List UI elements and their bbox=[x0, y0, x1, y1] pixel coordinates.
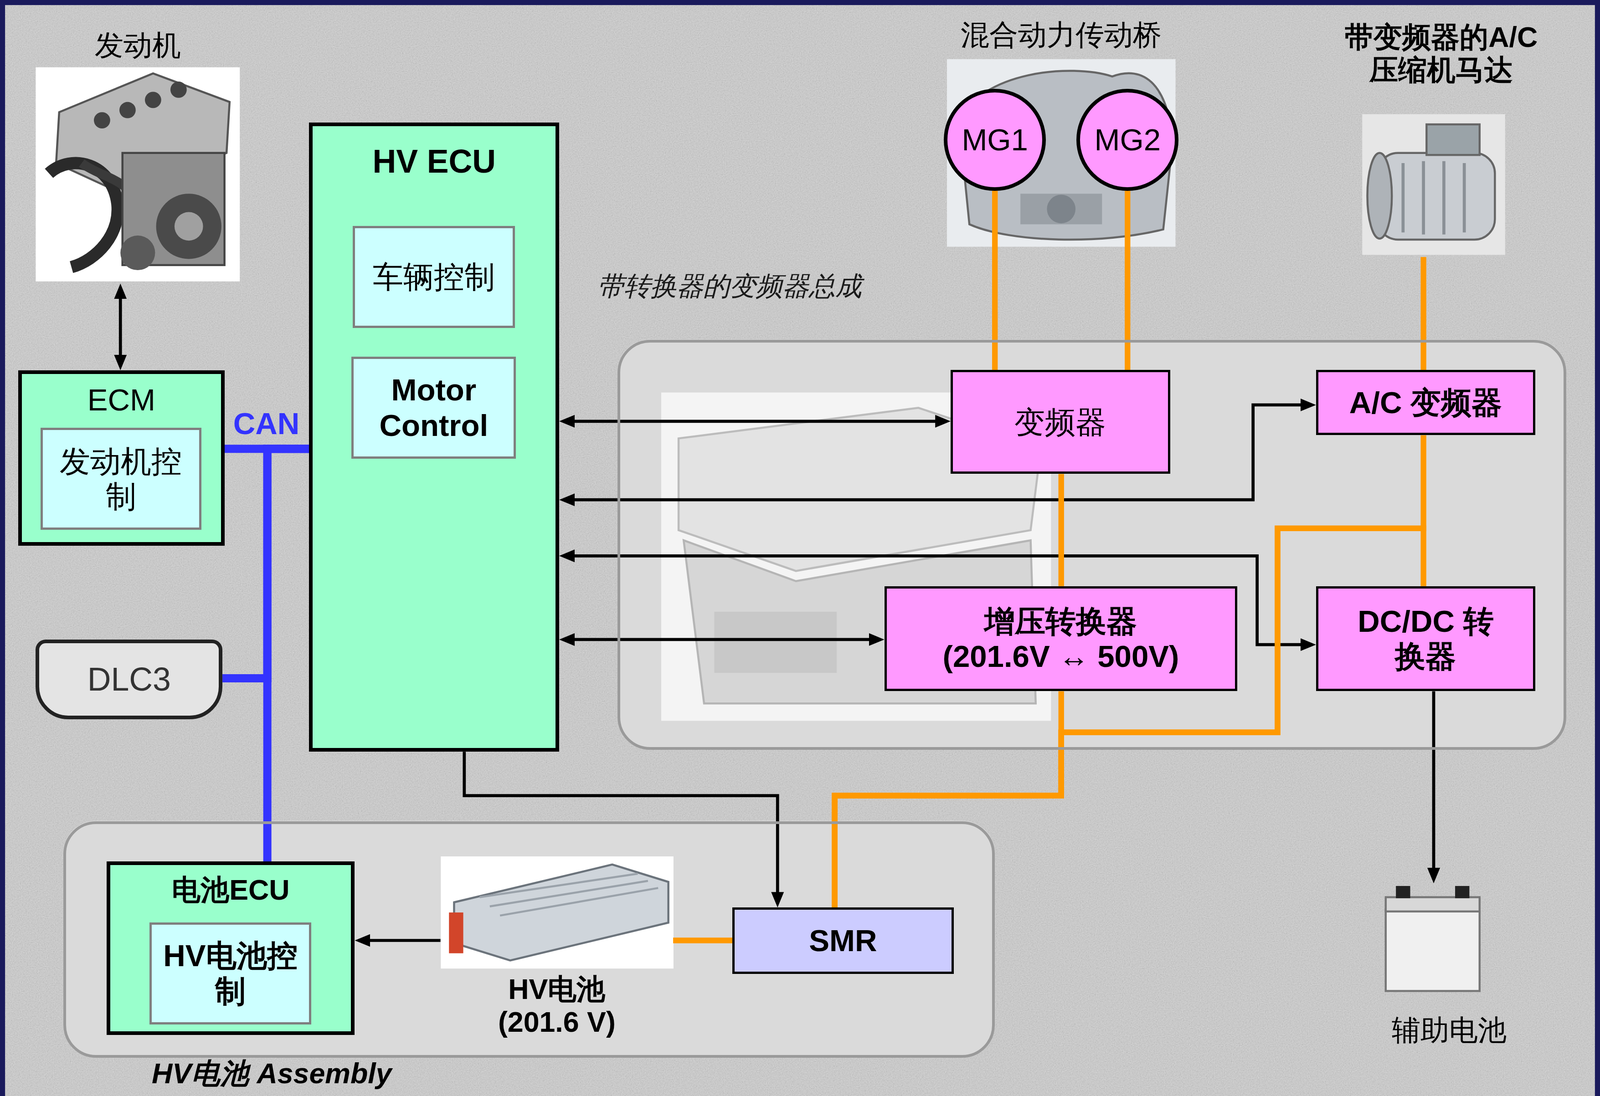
compressor-body bbox=[1377, 153, 1496, 240]
compressor-end bbox=[1367, 153, 1392, 239]
inverter-housing bbox=[1426, 124, 1480, 155]
inverter-port bbox=[714, 612, 837, 674]
engine-photo bbox=[35, 67, 240, 282]
node-label: 带变频器的A/C 压缩机马达 bbox=[1322, 20, 1561, 87]
converter-box: 变频器 bbox=[950, 370, 1170, 474]
signal-arrow bbox=[464, 751, 778, 899]
battery-picture: 辅助电池 bbox=[1362, 883, 1536, 1050]
signal-arrow bbox=[568, 405, 1307, 500]
node-label: HV电池 Assembly bbox=[151, 1057, 392, 1091]
converter-box: 增压转换器 (201.6V ↔ 500V) bbox=[884, 586, 1238, 692]
photo-ground bbox=[35, 67, 240, 282]
battery-pack bbox=[453, 864, 669, 961]
assembly-band: 带转换器的变频器总成变频器A/C 变频器增压转换器 (201.6V ↔ 500V… bbox=[617, 339, 1567, 751]
can-bus-line bbox=[267, 448, 310, 862]
output-shaft bbox=[1046, 194, 1076, 224]
motor-generator-circle: MG2 bbox=[1076, 88, 1179, 191]
bus-label: CAN bbox=[233, 406, 300, 441]
signal-arrow bbox=[568, 419, 942, 423]
cooling-ribs bbox=[1403, 161, 1465, 235]
function-box: Motor Control bbox=[351, 356, 516, 459]
battery-picture: HV电池 (201.6 V) bbox=[440, 854, 674, 1041]
transaxle-photo bbox=[946, 59, 1176, 247]
node-label: MG1 bbox=[961, 122, 1029, 158]
signal-arrow bbox=[363, 939, 441, 943]
band-fill bbox=[63, 821, 995, 1058]
ecm-box: ECM 发动机控制 bbox=[18, 370, 225, 546]
hv-ecu-box: HV ECU 车辆控制 Motor Control bbox=[308, 122, 560, 753]
housing-flange bbox=[1020, 193, 1102, 225]
node-label: SMR bbox=[808, 923, 877, 959]
signal-arrow bbox=[568, 638, 876, 642]
converter-box: DC/DC 转换器 bbox=[1316, 586, 1536, 692]
battery-post bbox=[1395, 886, 1410, 899]
hv-battery-photo bbox=[440, 856, 674, 969]
pulley bbox=[156, 193, 222, 259]
engine-picture: 发动机 bbox=[30, 26, 245, 284]
signal-arrow bbox=[118, 292, 123, 361]
motor-generator-circle: MG1 bbox=[943, 88, 1046, 191]
assembly-band: HV电池 Assembly电池ECUHV电池控制HV电池 (201.6 V)SM… bbox=[63, 821, 995, 1059]
node-label: DC/DC 转换器 bbox=[1349, 603, 1503, 674]
node-label: MG2 bbox=[1094, 122, 1161, 158]
node-label: 车辆控制 bbox=[372, 259, 495, 295]
node-label: HV电池 (201.6 V) bbox=[480, 972, 634, 1039]
power-line bbox=[1124, 190, 1131, 371]
connector-shape: DLC3 bbox=[35, 639, 223, 720]
battery-post bbox=[1455, 886, 1470, 899]
power-line bbox=[1420, 257, 1426, 371]
function-box: 发动机控制 bbox=[40, 427, 202, 530]
node-label: DLC3 bbox=[87, 660, 171, 699]
power-line bbox=[834, 528, 1424, 908]
granite-texture bbox=[5, 5, 1595, 1096]
power-line bbox=[834, 691, 1062, 908]
node-label: 发动机 bbox=[94, 28, 181, 62]
battery-ecu-box: 电池ECU HV电池控制 bbox=[106, 861, 355, 1036]
photo-ground bbox=[946, 59, 1176, 247]
edge-label-holder: CAN bbox=[233, 406, 300, 442]
node-label: A/C 变频器 bbox=[1349, 385, 1503, 421]
node-label: 增压转换器 (201.6V ↔ 500V) bbox=[933, 603, 1189, 674]
granite-ground bbox=[5, 5, 1595, 1096]
node-label: 发动机控制 bbox=[54, 443, 188, 515]
transaxle-picture: 混合动力传动桥 MG1 MG2 bbox=[923, 16, 1199, 250]
spark-plug bbox=[93, 112, 111, 129]
node-label: 带转换器的变频器总成 bbox=[597, 271, 862, 302]
compressor-photo bbox=[1362, 114, 1505, 256]
converter-box: A/C 变频器 bbox=[1316, 370, 1536, 436]
pulley bbox=[120, 235, 155, 271]
compressor-picture: 带变频器的A/C 压缩机马达 bbox=[1316, 18, 1567, 258]
node-label: HV ECU bbox=[372, 142, 496, 181]
function-box: 车辆控制 bbox=[352, 226, 515, 329]
node-label: 变频器 bbox=[1014, 404, 1107, 440]
node-label: ECM bbox=[87, 382, 156, 418]
battery-terminal-end bbox=[448, 912, 464, 954]
power-line bbox=[1058, 473, 1065, 587]
node-label: 电池ECU bbox=[171, 873, 290, 907]
spark-plug bbox=[170, 81, 187, 98]
battery-case bbox=[1385, 909, 1480, 992]
node-label: 混合动力传动桥 bbox=[960, 18, 1162, 52]
relay-box: SMR bbox=[732, 907, 954, 975]
photo-ground bbox=[440, 856, 674, 969]
pulley-hub bbox=[174, 212, 204, 242]
function-box: HV电池控制 bbox=[149, 922, 312, 1025]
battery-lid bbox=[1385, 897, 1480, 912]
spark-plug bbox=[144, 91, 162, 109]
photo-ground bbox=[1362, 114, 1505, 256]
power-line bbox=[992, 190, 998, 371]
spark-plug bbox=[119, 102, 136, 119]
power-arrow bbox=[1432, 691, 1436, 875]
node-label: 辅助电池 bbox=[1391, 1013, 1507, 1047]
cell-ridges bbox=[479, 874, 659, 916]
node-label: Motor Control bbox=[360, 372, 508, 443]
power-line bbox=[673, 937, 733, 944]
aux-battery-photo bbox=[1385, 886, 1480, 992]
node-label: HV电池控制 bbox=[159, 938, 302, 1009]
